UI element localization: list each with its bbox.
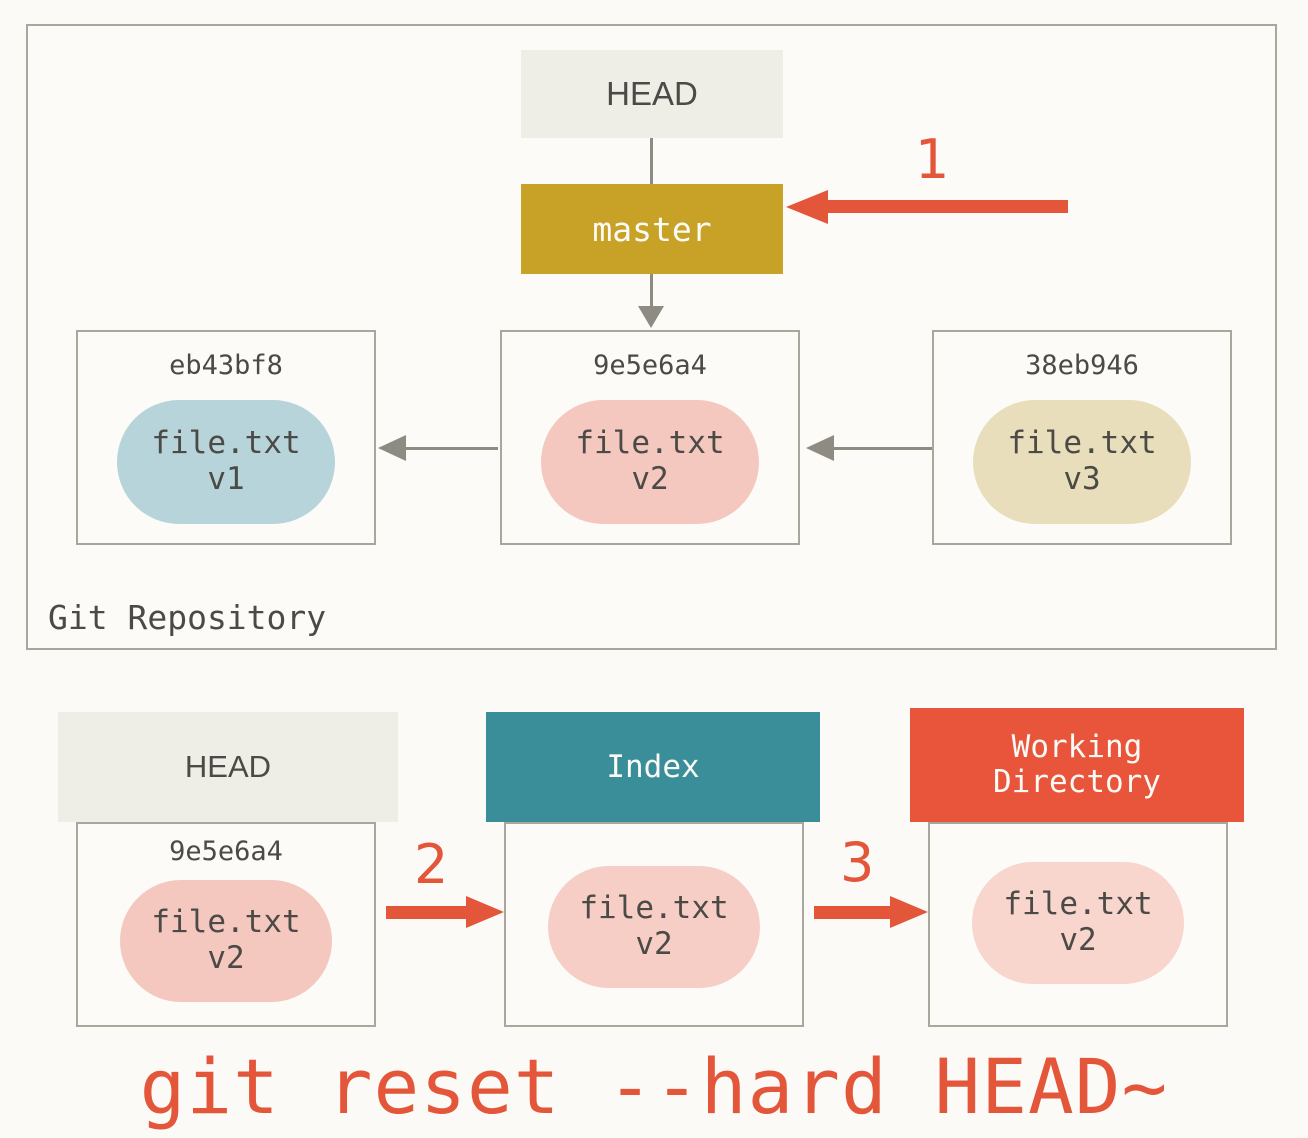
- head-ref-label: HEAD: [606, 75, 698, 112]
- blob-filename: file.txt: [151, 425, 301, 462]
- step-1-number: 1: [915, 128, 950, 191]
- tree-header-title: HEAD: [184, 748, 272, 784]
- tree-hash: 9e5e6a4: [169, 836, 283, 867]
- blob-version: v3: [1063, 461, 1101, 497]
- blob-version: v2: [635, 926, 673, 962]
- master-to-commit-arrowhead: [638, 306, 664, 328]
- blob-filename: file.txt: [1007, 425, 1157, 462]
- blob-version: v1: [207, 461, 245, 497]
- master-branch-box[interactable]: master: [521, 184, 783, 274]
- commit-hash: 9e5e6a4: [593, 350, 707, 381]
- master-to-commit-line: [650, 274, 653, 310]
- blob-version: v2: [207, 940, 245, 976]
- step-2-number: 2: [414, 833, 449, 896]
- commit-box-38eb946[interactable]: 38eb946 file.txt v3: [932, 330, 1232, 545]
- step-1-arrowhead: [786, 190, 828, 224]
- tree-header-title: Index: [606, 748, 700, 785]
- tree-header-working-directory[interactable]: Working Directory: [910, 708, 1244, 822]
- master-branch-label: master: [592, 209, 712, 249]
- tree-blob: file.txt v2: [548, 866, 760, 988]
- tree-body-working-directory[interactable]: file.txt v2: [928, 822, 1228, 1027]
- commit-blob: file.txt v1: [117, 400, 335, 524]
- step-1-arrow-line: [828, 200, 1068, 213]
- tree-header-title: Working: [1011, 729, 1143, 766]
- step-2-arrow-line: [386, 906, 474, 919]
- commit-box-eb43bf8[interactable]: eb43bf8 file.txt v1: [76, 330, 376, 545]
- blob-filename: file.txt: [151, 904, 301, 941]
- commit2-to-commit1-line: [406, 447, 498, 450]
- tree-blob: file.txt v2: [120, 880, 332, 1002]
- step-3-arrow-line: [814, 906, 898, 919]
- step-3-number: 3: [840, 831, 875, 894]
- git-repository-label: Git Repository: [48, 598, 327, 637]
- step-2-arrowhead: [466, 896, 504, 928]
- commit3-to-commit2-line: [834, 447, 932, 450]
- tree-header-head[interactable]: HEAD: [58, 712, 398, 822]
- blob-filename: file.txt: [575, 425, 725, 462]
- blob-version: v2: [1059, 922, 1097, 958]
- head-ref-box[interactable]: HEAD: [521, 50, 783, 138]
- commit-hash: 38eb946: [1025, 350, 1139, 381]
- tree-body-head[interactable]: 9e5e6a4 file.txt v2: [76, 822, 376, 1027]
- commit-box-9e5e6a4[interactable]: 9e5e6a4 file.txt v2: [500, 330, 800, 545]
- step-3-arrowhead: [890, 896, 928, 928]
- commit2-to-commit1-arrowhead: [378, 435, 406, 461]
- git-command-caption: git reset --hard HEAD~: [139, 1042, 1169, 1131]
- tree-header-index[interactable]: Index: [486, 712, 820, 822]
- commit-blob: file.txt v3: [973, 400, 1191, 524]
- blob-version: v2: [631, 461, 669, 497]
- commit3-to-commit2-arrowhead: [806, 435, 834, 461]
- tree-body-index[interactable]: file.txt v2: [504, 822, 804, 1027]
- commit-hash: eb43bf8: [169, 350, 283, 381]
- blob-filename: file.txt: [579, 890, 729, 927]
- blob-filename: file.txt: [1003, 886, 1153, 923]
- tree-header-title-line2: Directory: [993, 764, 1161, 800]
- head-to-master-connector: [650, 138, 653, 184]
- commit-blob: file.txt v2: [541, 400, 759, 524]
- tree-blob: file.txt v2: [972, 862, 1184, 984]
